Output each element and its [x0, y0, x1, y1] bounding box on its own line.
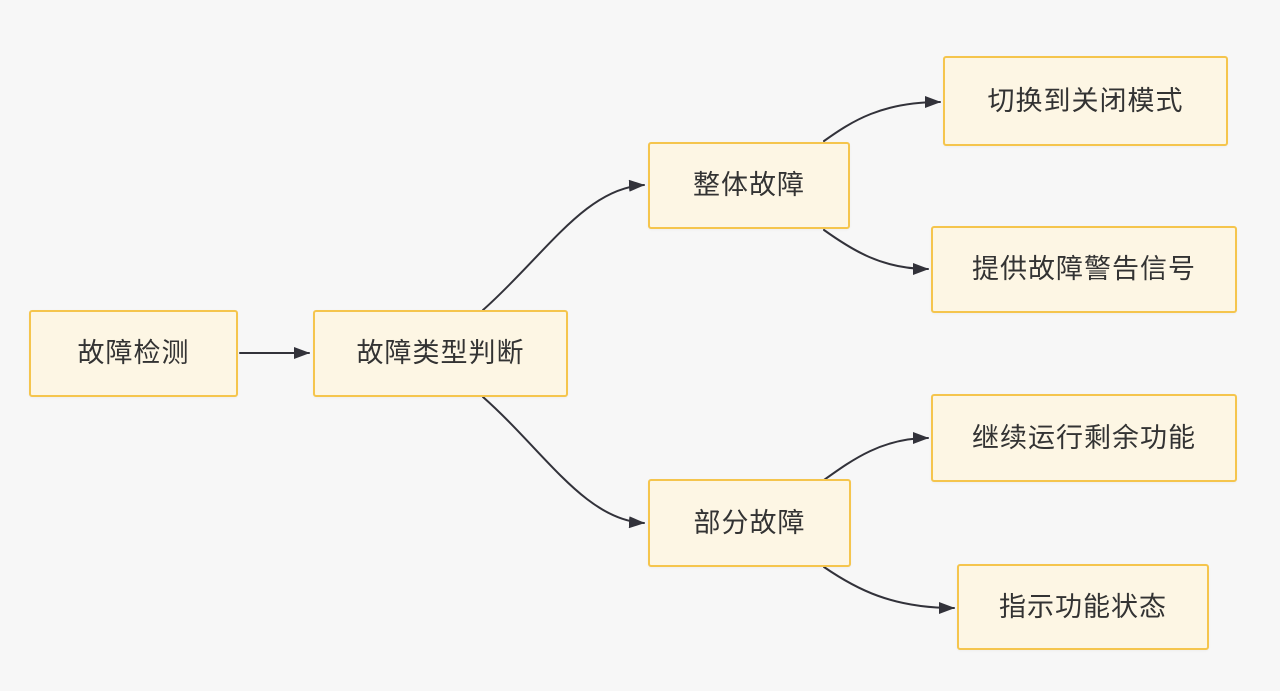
- node-label-fault-type-judgment: 故障类型判断: [356, 338, 525, 368]
- edge-fault-type-judgment-to-overall-fault: [482, 179, 645, 311]
- node-provide-fault-warning-signal[interactable]: 提供故障警告信号: [931, 226, 1237, 313]
- node-label-overall-fault: 整体故障: [693, 170, 805, 200]
- node-continue-remaining-functions[interactable]: 继续运行剩余功能: [931, 394, 1237, 482]
- node-fault-detection[interactable]: 故障检测: [29, 310, 238, 397]
- node-partial-fault[interactable]: 部分故障: [648, 479, 851, 567]
- node-label-fault-detection: 故障检测: [77, 338, 190, 368]
- node-label-partial-fault: 部分故障: [693, 507, 806, 538]
- node-label-continue-remaining-functions: 继续运行剩余功能: [972, 422, 1196, 453]
- edge-partial-fault-to-continue-remaining-functions: [823, 432, 929, 481]
- edge-partial-fault-to-indicate-function-status: [823, 566, 955, 614]
- node-fault-type-judgment[interactable]: 故障类型判断: [313, 310, 568, 397]
- node-label-indicate-function-status: 指示功能状态: [999, 591, 1167, 622]
- node-indicate-function-status[interactable]: 指示功能状态: [957, 564, 1209, 650]
- node-switch-to-off-mode[interactable]: 切换到关闭模式: [943, 56, 1228, 146]
- edge-overall-fault-to-provide-fault-warning-signal: [823, 229, 929, 275]
- node-label-switch-to-off-mode: 切换到关闭模式: [987, 85, 1184, 116]
- node-overall-fault[interactable]: 整体故障: [648, 142, 850, 229]
- edge-overall-fault-to-switch-to-off-mode: [823, 96, 941, 142]
- node-label-provide-fault-warning-signal: 提供故障警告信号: [972, 254, 1196, 284]
- edge-fault-type-judgment-to-partial-fault: [482, 396, 645, 529]
